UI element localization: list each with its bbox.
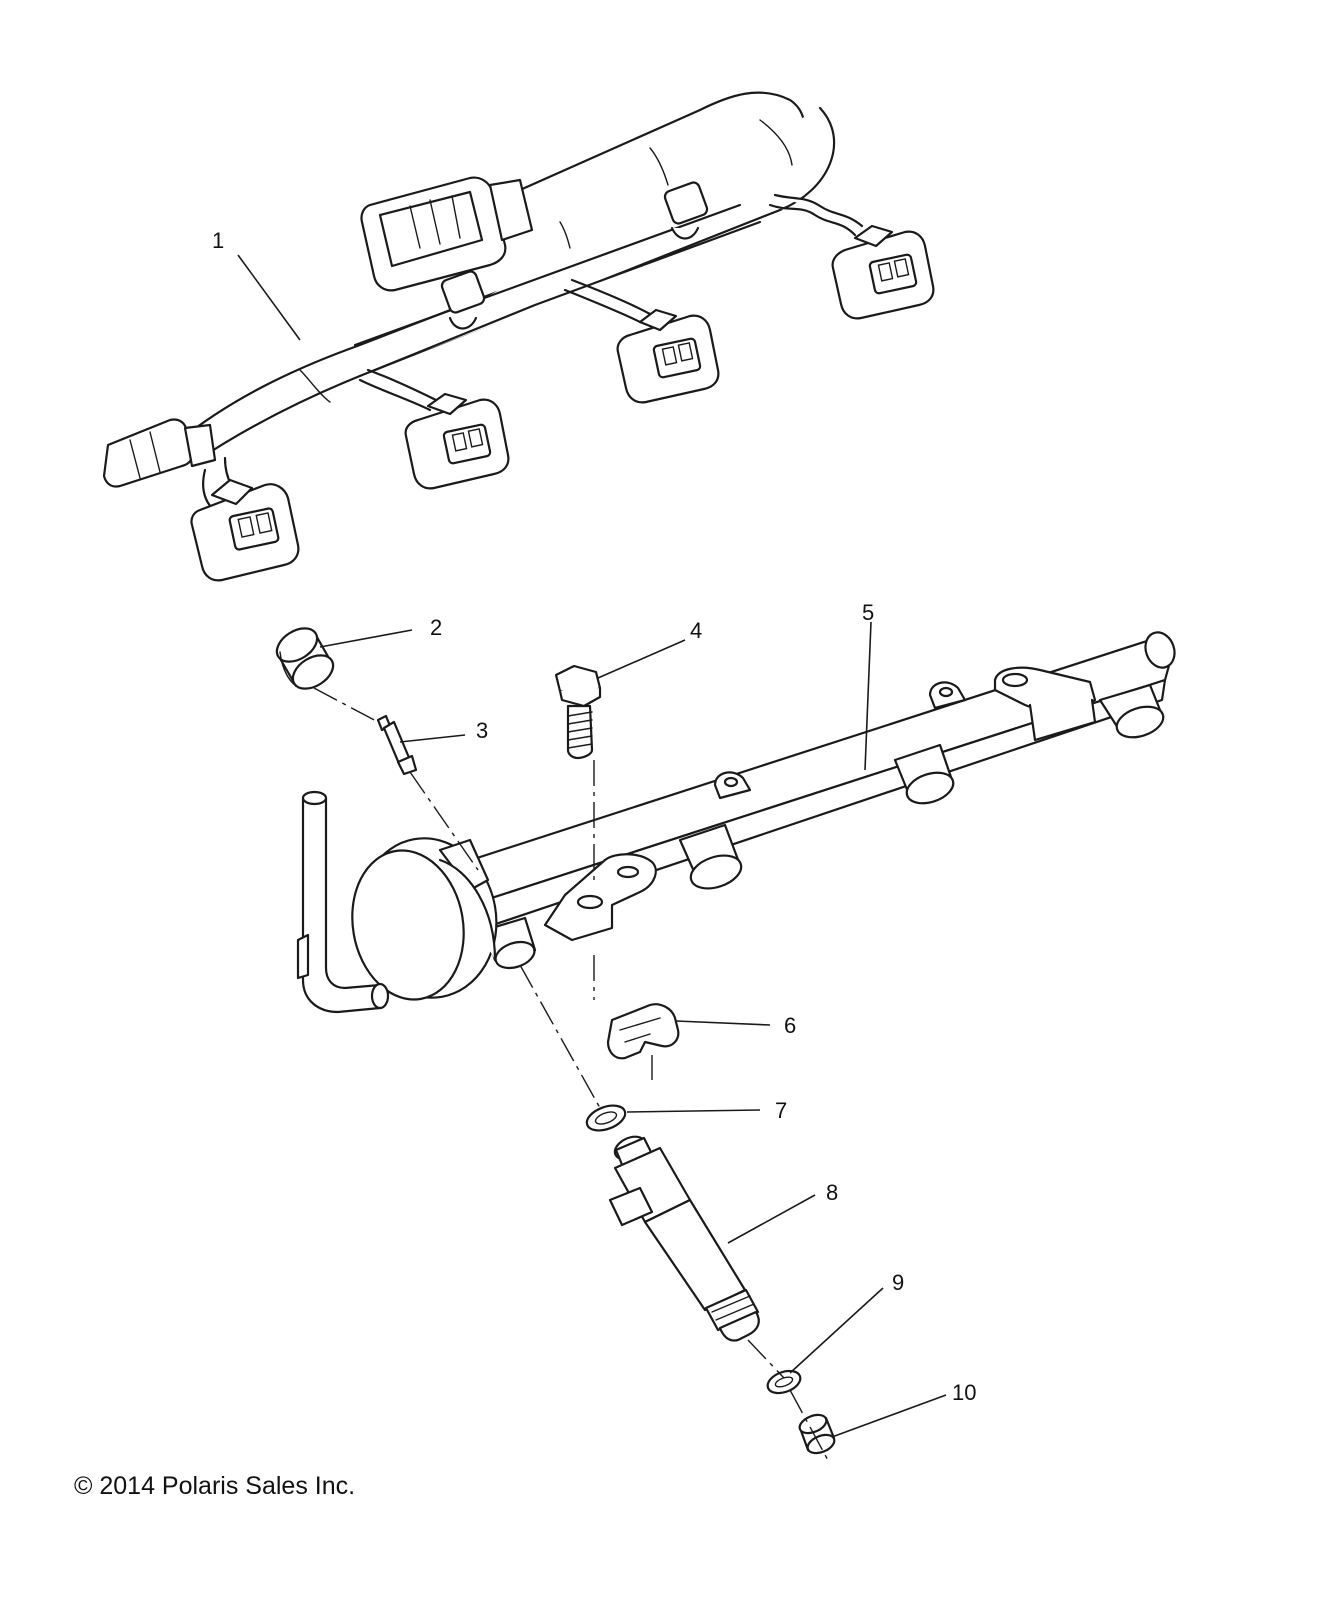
- callout-4: 4: [690, 618, 702, 643]
- callout-7: 7: [775, 1098, 787, 1123]
- callout-3: 3: [476, 718, 488, 743]
- callout-9: 9: [892, 1270, 904, 1295]
- fuel-inlet-pipe: [296, 790, 390, 1014]
- pressure-regulator: [351, 837, 498, 1001]
- schrader-valve: [376, 714, 418, 776]
- injector-connector: [616, 308, 720, 404]
- copyright-notice: © 2014 Polaris Sales Inc.: [74, 1472, 356, 1500]
- fuel-injector: [608, 1135, 760, 1342]
- leader-lines: [237, 254, 947, 1438]
- wiring-harness: [102, 91, 935, 582]
- rail-mount-tab: [928, 681, 967, 710]
- injector-cup: [893, 743, 955, 805]
- callout-2: 2: [430, 615, 442, 640]
- rail-mount-tab: [713, 771, 752, 800]
- spacer: [798, 1413, 836, 1455]
- main-harness-connector: [360, 176, 534, 292]
- harness-end-connector: [102, 418, 217, 488]
- injector-cup: [1098, 683, 1165, 739]
- callout-6: 6: [784, 1013, 796, 1038]
- injector-connector: [831, 224, 935, 320]
- injector-connector: [190, 478, 300, 582]
- callout-labels: 1 2 3 4 5 6 7 8 9 10: [212, 228, 976, 1405]
- fuel-rail: [296, 631, 1176, 1014]
- assembly-centerlines: [313, 687, 831, 1465]
- injector-cup: [678, 823, 743, 890]
- harness-clip: [663, 181, 709, 240]
- callout-8: 8: [826, 1180, 838, 1205]
- harness-clip: [440, 270, 486, 330]
- bolt: [554, 664, 602, 760]
- injector-connector: [404, 392, 510, 490]
- o-ring-lower: [766, 1369, 802, 1395]
- o-ring-upper: [585, 1104, 627, 1132]
- callout-1: 1: [212, 228, 224, 253]
- cap: [275, 627, 335, 690]
- callout-5: 5: [862, 600, 874, 625]
- injector-clip: [606, 1003, 680, 1060]
- callout-10: 10: [952, 1380, 976, 1405]
